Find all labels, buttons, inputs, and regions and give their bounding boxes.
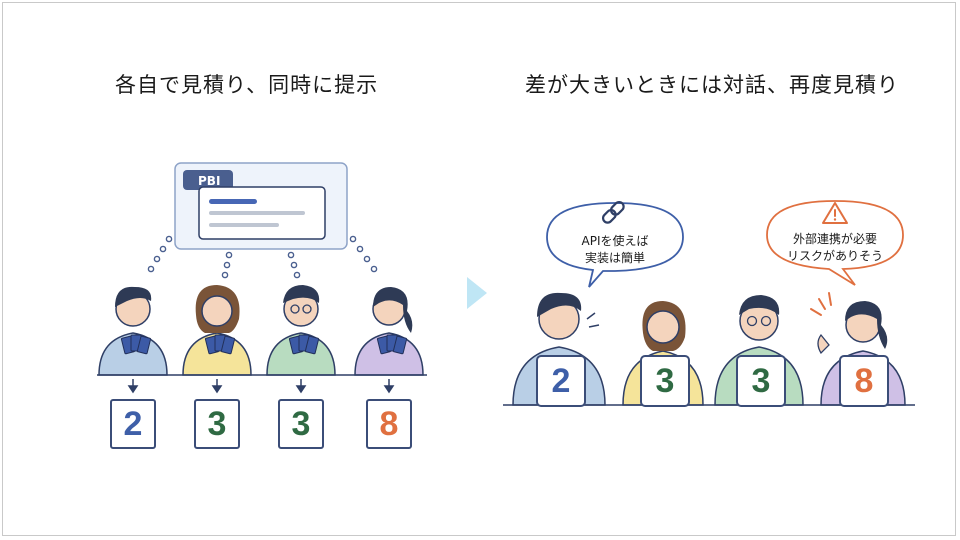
sign-card-2: 3 bbox=[640, 355, 690, 407]
link-icon bbox=[601, 200, 625, 224]
bubble-right-line1: 外部連携が必要 bbox=[792, 232, 877, 246]
estimate-card-2: 3 bbox=[194, 399, 240, 449]
left-person-1 bbox=[98, 286, 168, 376]
down-arrows bbox=[127, 379, 395, 394]
left-person-4 bbox=[354, 287, 424, 376]
bubble-left-text: APIを使えば 実装は簡単 bbox=[569, 233, 661, 267]
pbi-document bbox=[174, 162, 348, 250]
pbi-label: PBI bbox=[198, 174, 221, 188]
bubble-left-line2: 実装は簡単 bbox=[584, 251, 645, 265]
bubble-right-line2: リスクがありそう bbox=[786, 249, 883, 263]
sign-card-3: 3 bbox=[736, 355, 786, 407]
left-person-3 bbox=[266, 285, 336, 376]
estimate-card-1: 2 bbox=[110, 399, 156, 449]
speech-bubble-right bbox=[766, 200, 904, 286]
transition-arrow-icon bbox=[467, 277, 487, 309]
thought-dots bbox=[147, 235, 378, 279]
bubble-left-line1: APIを使えば bbox=[581, 234, 649, 248]
bubble-right-text: 外部連携が必要 リスクがありそう bbox=[779, 231, 891, 265]
speech-bubble-left bbox=[546, 202, 684, 288]
illustration-scene bbox=[97, 162, 915, 406]
estimate-card-3: 3 bbox=[278, 399, 324, 449]
left-title: 各自で見積り、同時に提示 bbox=[115, 73, 379, 97]
estimate-card-4: 8 bbox=[366, 399, 412, 449]
warning-icon bbox=[822, 202, 848, 224]
left-person-2 bbox=[182, 285, 252, 376]
sign-card-4: 8 bbox=[839, 355, 889, 407]
sign-card-1: 2 bbox=[536, 355, 586, 407]
right-title: 差が大きいときには対話、再度見積り bbox=[525, 73, 899, 97]
